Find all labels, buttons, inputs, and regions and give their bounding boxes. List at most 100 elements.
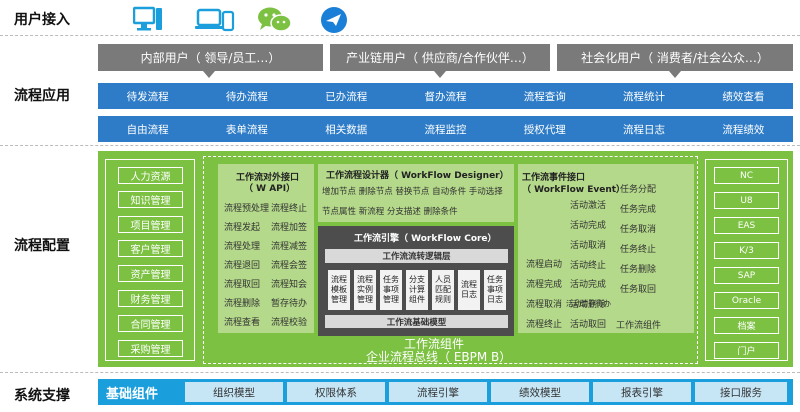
- event-item: 流程启动: [526, 260, 563, 270]
- app-item[interactable]: 自由流程: [126, 123, 169, 136]
- event-panel-title: 工作流事件接口: [522, 173, 586, 183]
- engine-base-model: 工作流基础模型: [325, 315, 508, 328]
- designer-title: 工作流程设计器（ WorkFlow Designer）: [326, 171, 509, 181]
- app-item[interactable]: 流程监控: [424, 123, 467, 136]
- left-item[interactable]: 合同管理: [118, 315, 183, 332]
- user-group-public: 社会化用户（ 消费者/社会公众…）: [557, 44, 793, 71]
- app-item[interactable]: 表单流程: [225, 123, 268, 136]
- left-item[interactable]: 财务管理: [118, 290, 183, 307]
- event-item: 活动终止: [570, 261, 607, 271]
- bus-frame: [203, 156, 698, 364]
- system-item[interactable]: 组织模型: [185, 382, 283, 402]
- event-item: 活动删除: [570, 300, 607, 310]
- api-item: 流程退回: [224, 261, 261, 271]
- app-item[interactable]: 已办流程: [325, 90, 368, 103]
- wechat-icon: [257, 6, 293, 34]
- right-systems-frame: [705, 159, 788, 361]
- event-footer: 工作流组件: [616, 321, 662, 331]
- event-item: 活动取消: [570, 241, 607, 251]
- app-item[interactable]: 待发流程: [126, 90, 169, 103]
- event-item: 流程终止: [526, 320, 563, 330]
- section-process-config: 流程配置: [14, 238, 70, 254]
- app-item[interactable]: 流程统计: [623, 90, 666, 103]
- api-item: 流程加签: [271, 223, 308, 233]
- app-item[interactable]: 待办流程: [225, 90, 268, 103]
- event-item: 流程取消: [526, 300, 563, 310]
- designer-actions-2: 节点属性 新流程 分支描述 删除条件: [322, 207, 458, 217]
- system-item[interactable]: 权限体系: [287, 382, 385, 402]
- bus-label: 企业流程总线（ EBPM B）: [366, 350, 512, 364]
- system-item[interactable]: 流程引擎: [389, 382, 487, 402]
- right-item[interactable]: SAP: [714, 267, 779, 284]
- engine-module: 人员匹配规则: [432, 270, 454, 310]
- right-item[interactable]: 门户: [714, 342, 779, 359]
- event-item: 活动完成: [570, 221, 607, 231]
- left-item[interactable]: 知识管理: [118, 191, 183, 208]
- app-item[interactable]: 流程绩效: [722, 123, 765, 136]
- api-item: 流程减签: [271, 242, 308, 252]
- engine-module: 任务事项日志: [484, 270, 506, 310]
- api-item: 暂存待办: [271, 299, 308, 309]
- api-item: 流程取回: [224, 280, 261, 290]
- api-item: 流程校验: [271, 318, 308, 328]
- event-item: 任务删除: [620, 265, 657, 275]
- component-label: 工作流组件: [404, 337, 465, 351]
- api-panel-subtitle: （ W API）: [244, 184, 296, 194]
- divider: [0, 35, 800, 36]
- engine-logic-layer: 工作流流转逻辑层: [325, 249, 508, 263]
- app-item[interactable]: 流程日志: [623, 123, 666, 136]
- event-item: 任务取消: [620, 225, 657, 235]
- api-item: 流程终止: [271, 204, 308, 214]
- event-item: 任务终止: [620, 245, 657, 255]
- divider: [0, 372, 800, 373]
- left-item[interactable]: 项目管理: [118, 216, 183, 233]
- right-item[interactable]: U8: [714, 192, 779, 209]
- devices-icon: [195, 6, 235, 34]
- engine-module: 分支计算组件: [406, 270, 428, 310]
- app-item[interactable]: 相关数据: [325, 123, 368, 136]
- event-item: 任务取回: [620, 285, 657, 295]
- engine-title: 工作流引擎（ WorkFlow Core）: [354, 234, 497, 244]
- api-item: 流程查看: [224, 318, 261, 328]
- user-group-supply-chain: 产业链用户（ 供应商/合作伙伴…）: [330, 44, 550, 71]
- right-item[interactable]: 档案: [714, 317, 779, 334]
- api-item: 流程会签: [271, 261, 308, 271]
- app-item[interactable]: 授权代理: [523, 123, 566, 136]
- right-item[interactable]: NC: [714, 167, 779, 184]
- api-panel: [218, 164, 314, 333]
- engine-module: 流程模板管理: [328, 270, 350, 310]
- app-item[interactable]: 绩效查看: [722, 90, 765, 103]
- event-item: 流程完成: [526, 280, 563, 290]
- section-system-support: 系统支撑: [14, 388, 70, 404]
- app-item[interactable]: 督办流程: [424, 90, 467, 103]
- engine-module: 流程实例管理: [354, 270, 376, 310]
- event-item: 任务完成: [620, 205, 657, 215]
- system-item[interactable]: 报表引擎: [593, 382, 691, 402]
- event-item: 活动暂存待办: [566, 299, 611, 308]
- event-item: 活动完成: [570, 280, 607, 290]
- section-user-access: 用户接入: [14, 12, 70, 28]
- right-item[interactable]: EAS: [714, 217, 779, 234]
- right-item[interactable]: Oracle: [714, 292, 779, 309]
- system-item[interactable]: 绩效模型: [491, 382, 589, 402]
- right-item[interactable]: K/3: [714, 242, 779, 259]
- left-item[interactable]: 采购管理: [118, 340, 183, 357]
- bird-icon: [320, 6, 348, 34]
- user-group-internal: 内部用户（ 领导/员工…）: [98, 44, 323, 71]
- divider: [0, 145, 800, 146]
- event-panel: [518, 164, 694, 333]
- api-item: 流程删除: [224, 299, 261, 309]
- api-panel-title: 工作流对外接口: [236, 173, 300, 183]
- event-item: 活动取回: [570, 320, 607, 330]
- api-item: 流程预处理: [224, 204, 270, 214]
- app-item[interactable]: 流程查询: [523, 90, 566, 103]
- system-item[interactable]: 接口服务: [695, 382, 787, 402]
- app-row-1: 待发流程 待办流程 已办流程 督办流程 流程查询 流程统计 绩效查看: [98, 83, 793, 109]
- designer-actions-1: 增加节点 删除节点 替换节点 自动条件 手动选择: [322, 187, 503, 197]
- left-item[interactable]: 资产管理: [118, 265, 183, 282]
- left-item[interactable]: 人力资源: [118, 167, 183, 184]
- left-systems-frame: [105, 159, 195, 361]
- left-item[interactable]: 客户管理: [118, 240, 183, 257]
- api-item: 流程处理: [224, 242, 261, 252]
- down-arrows: [203, 71, 681, 78]
